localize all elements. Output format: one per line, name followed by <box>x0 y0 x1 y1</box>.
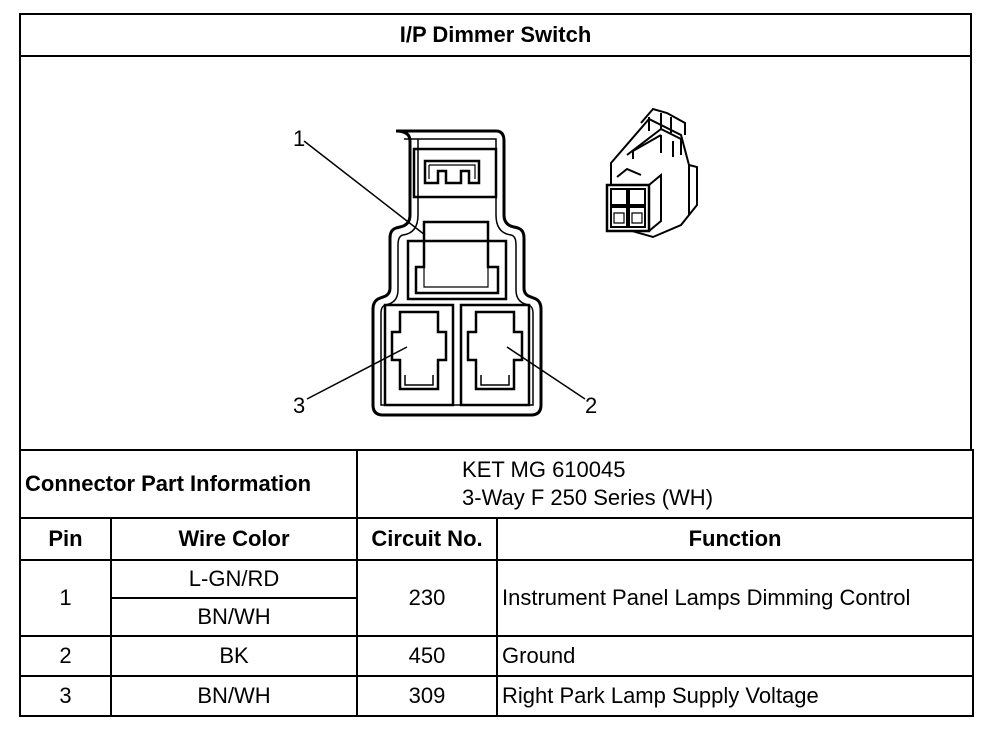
header-function: Function <box>496 517 975 561</box>
part-description: 3-Way F 250 Series (WH) <box>462 485 714 510</box>
callout-2-leader <box>506 346 586 400</box>
connector-info-table: Connector Part Information KET MG 610045… <box>18 449 975 717</box>
callout-3-leader <box>306 346 408 400</box>
callout-3: 3 <box>293 393 305 418</box>
latch-window <box>412 147 498 199</box>
cavity-1-terminal <box>414 220 500 295</box>
callout-2: 2 <box>585 393 597 418</box>
connector-part-info-label: Connector Part Information <box>18 449 359 519</box>
latch-tab-inner <box>428 164 476 179</box>
cavity-1-terminal-inner <box>423 267 489 288</box>
row-3-function: Right Park Lamp Supply Voltage <box>496 675 975 717</box>
page-title: I/P Dimmer Switch <box>19 13 972 57</box>
connector-body-inner <box>380 138 534 406</box>
cavity-2-detail <box>480 375 510 386</box>
cavity-1-outer <box>406 239 508 301</box>
row-2-function: Ground <box>496 635 975 677</box>
cavity-3-detail <box>404 375 434 386</box>
callout-1: 1 <box>293 126 305 151</box>
cavity-2-terminal <box>466 310 524 391</box>
row-2-pin: 2 <box>19 635 112 677</box>
cavity-3-terminal <box>390 310 448 391</box>
latch-tab <box>423 159 481 185</box>
header-wire-color: Wire Color <box>109 517 359 561</box>
row-1-wire-color-b: BN/WH <box>109 597 359 637</box>
row-3-wire-color: BN/WH <box>109 675 359 717</box>
cavity-3-outer <box>383 303 455 407</box>
row-2-circuit: 450 <box>356 635 499 677</box>
connector-face-diagram: 1 3 2 <box>293 107 698 418</box>
part-number: KET MG 610045 <box>462 457 626 482</box>
row-3-circuit: 309 <box>356 675 499 717</box>
connector-sheet: I/P Dimmer Switch <box>18 13 975 729</box>
connector-diagram-panel: 1 3 2 <box>19 55 972 451</box>
connector-part-info-value: KET MG 610045 3-Way F 250 Series (WH) <box>356 449 975 519</box>
cavity-2-outer <box>459 303 531 407</box>
row-1-circuit: 230 <box>356 559 499 637</box>
row-1-function: Instrument Panel Lamps Dimming Control <box>496 559 975 637</box>
header-pin: Pin <box>19 517 112 561</box>
row-2-wire-color: BK <box>109 635 359 677</box>
header-circuit: Circuit No. <box>356 517 499 561</box>
connector-isometric-illustration <box>605 107 698 239</box>
connector-body-outline <box>371 129 543 417</box>
row-1-pin: 1 <box>19 559 112 637</box>
callout-1-leader <box>303 140 426 236</box>
row-1-wire-color-a: L-GN/RD <box>109 559 359 599</box>
row-3-pin: 3 <box>19 675 112 717</box>
